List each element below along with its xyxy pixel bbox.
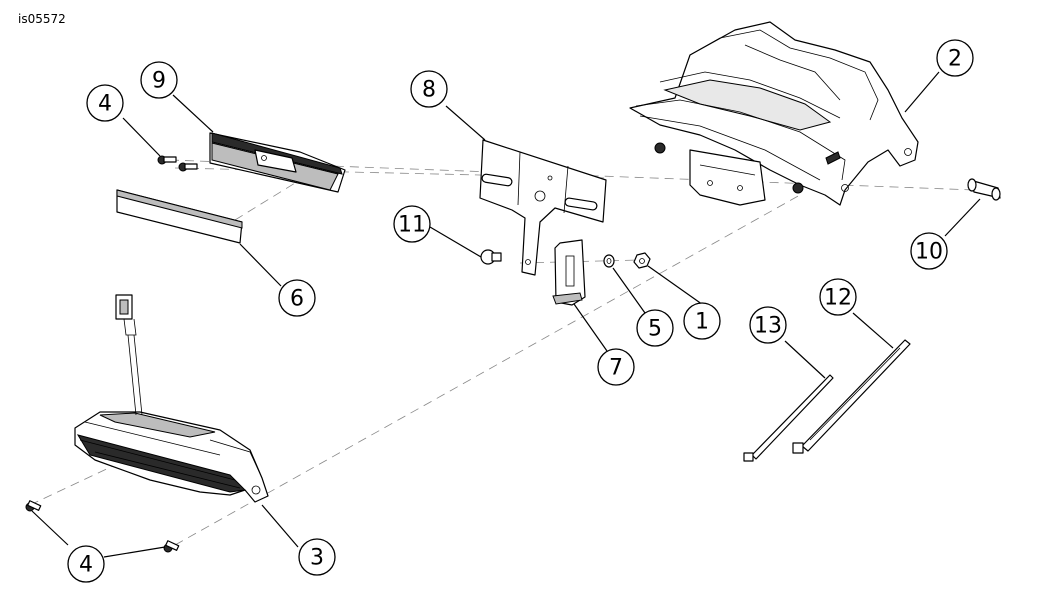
tail-lamp-part: [74, 294, 269, 503]
callout-11: 11: [393, 205, 431, 243]
nut-part: [633, 252, 651, 269]
callout-3: 3: [298, 538, 336, 576]
svg-text:7: 7: [609, 356, 623, 381]
svg-text:11: 11: [398, 213, 426, 238]
callout-10: 10: [910, 232, 948, 270]
callout-8: 8: [410, 70, 448, 108]
callout-6: 6: [278, 279, 316, 317]
reflector-strip-part: [116, 189, 243, 244]
svg-text:9: 9: [152, 69, 166, 94]
svg-text:5: 5: [648, 317, 662, 342]
svg-text:8: 8: [422, 78, 436, 103]
tail-housing-part: [629, 21, 919, 206]
screw-part-top: [157, 155, 198, 172]
washer-part: [603, 254, 615, 268]
callout-2: 2: [936, 39, 974, 77]
diagram-code: is05572: [18, 12, 66, 26]
push-rivet-part: [480, 249, 502, 265]
callout-4-bottom: 4: [67, 545, 105, 583]
reflector-bracket-part: [209, 132, 346, 193]
svg-text:12: 12: [824, 286, 852, 311]
callout-13: 13: [749, 306, 787, 344]
svg-text:3: 3: [310, 546, 324, 571]
svg-text:6: 6: [290, 287, 304, 312]
callout-9: 9: [140, 61, 178, 99]
svg-text:10: 10: [915, 240, 943, 265]
callout-1: 1: [683, 302, 721, 340]
license-bracket-part: [479, 139, 607, 276]
svg-text:4: 4: [79, 553, 93, 578]
cable-tie-short-part: [743, 374, 834, 462]
callout-7: 7: [597, 348, 635, 386]
callout-12: 12: [819, 278, 857, 316]
cable-tie-long-part: [792, 339, 911, 454]
svg-text:1: 1: [695, 310, 709, 335]
svg-text:13: 13: [754, 314, 782, 339]
leader-lines: [31, 71, 981, 558]
spacer-clip-part: [552, 239, 586, 306]
callout-4-top: 4: [86, 84, 124, 122]
svg-text:4: 4: [98, 92, 112, 117]
spacer-part: [967, 178, 1001, 201]
callout-5: 5: [636, 309, 674, 347]
svg-text:2: 2: [948, 47, 962, 72]
screw-part-bottom: [25, 500, 180, 553]
